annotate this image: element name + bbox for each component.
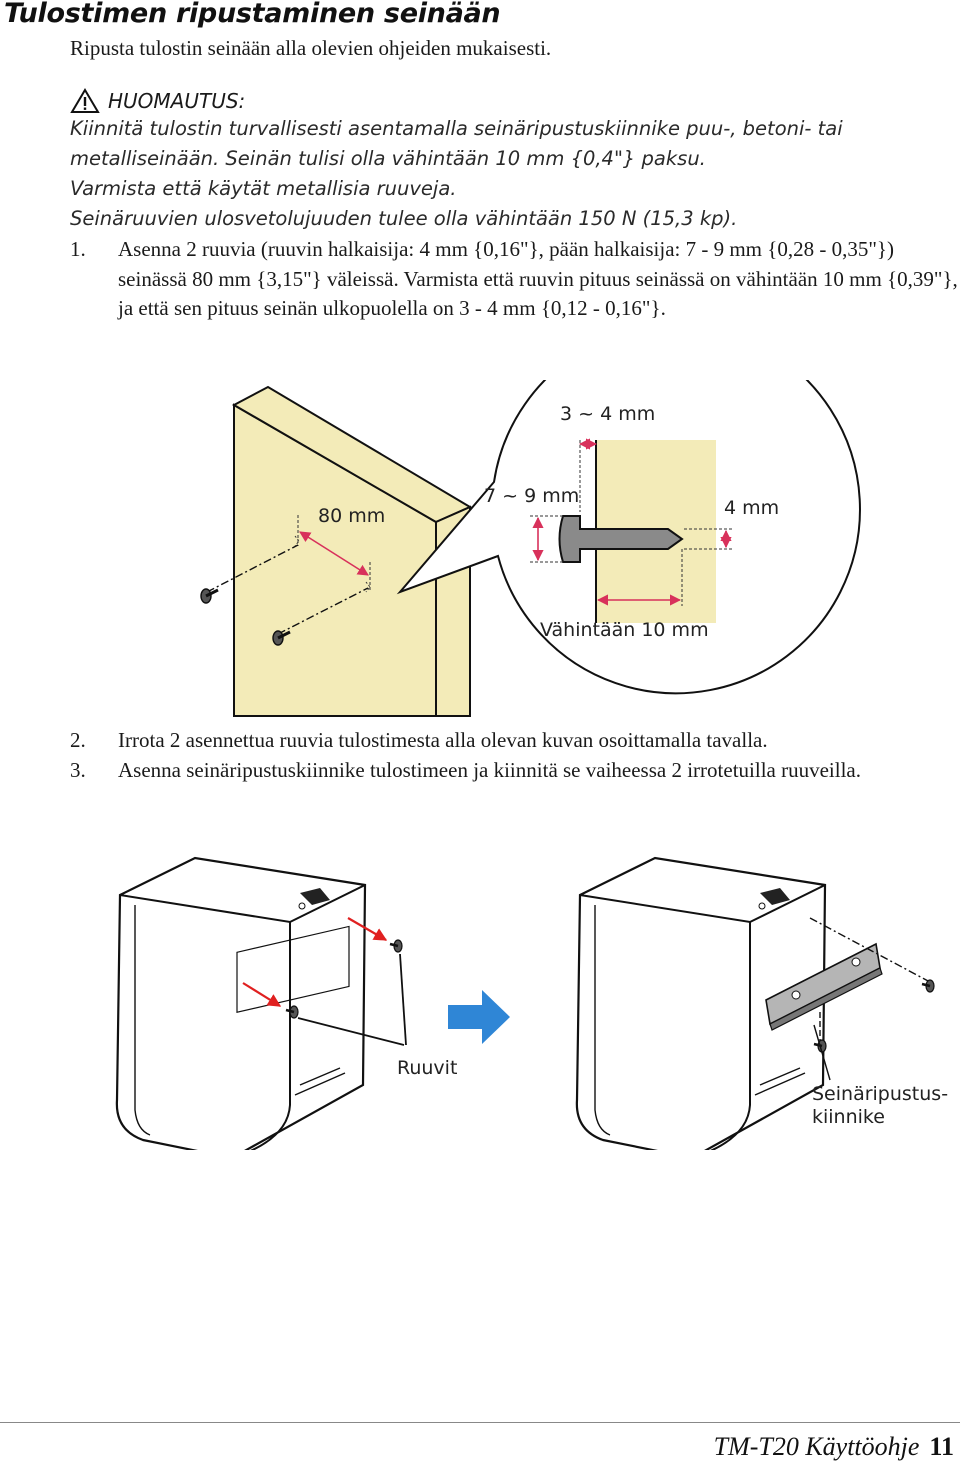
note-heading: HUOMAUTUS: — [70, 86, 245, 116]
bracket-installation-figure: Ruuvit Seinäripustus- kiinnike — [115, 856, 954, 1150]
note-line: Varmista että käytät metallisia ruuveja. — [70, 177, 457, 200]
note-body: Kiinnitä tulostin turvallisesti asentama… — [70, 114, 950, 234]
step-3: 3. Asenna seinäripustuskiinnike tulostim… — [70, 756, 958, 786]
note-line: Seinäruuvien ulosvetolujuuden tulee olla… — [70, 207, 738, 230]
dimension-line-80mm — [299, 531, 369, 576]
label-head: 7 ~ 9 mm — [484, 485, 579, 507]
label-overhang: 3 ~ 4 mm — [560, 403, 655, 425]
step-2: 2. Irrota 2 asennettua ruuvia tulostimes… — [70, 726, 958, 756]
intro-text: Ripusta tulostin seinään alla olevien oh… — [70, 36, 552, 60]
screw-icon — [272, 630, 291, 646]
step-number: 3. — [70, 758, 86, 782]
screw-installation-figure: 80 mm 3 ~ 4 mm 7 ~ 9 mm 4 mm Vähintään 1… — [200, 380, 861, 717]
note-heading-label: HUOMAUTUS: — [108, 89, 246, 113]
manual-title: TM-T20 Käyttöohje — [713, 1432, 920, 1461]
screw-icon — [200, 588, 219, 604]
page-footer: TM-T20 Käyttöohje 11 — [714, 1432, 954, 1462]
printer-right — [575, 856, 827, 1150]
pointer-arrow — [242, 982, 282, 1007]
label-min: Vähintään 10 mm — [540, 619, 709, 641]
step-number: 2. — [70, 728, 86, 752]
step-text: Irrota 2 asennettua ruuvia tulostimesta … — [118, 728, 768, 752]
label-bracket-line: kiinnike — [812, 1106, 885, 1128]
screw-icon — [389, 939, 403, 953]
screw-icon — [285, 1005, 299, 1019]
warning-triangle-icon — [70, 88, 100, 113]
label-bracket-line: Seinäripustus- — [812, 1083, 948, 1105]
page-number: 11 — [929, 1432, 954, 1461]
pointer-arrow — [347, 917, 388, 941]
page-title: Tulostimen ripustaminen seinään — [4, 0, 501, 29]
printer-left — [115, 856, 367, 1150]
step-1: 1. Asenna 2 ruuvia (ruuvin halkaisija: 4… — [70, 235, 958, 324]
label-bracket: Seinäripustus- kiinnike — [812, 1083, 954, 1128]
direction-arrow-icon — [448, 990, 510, 1044]
note-line: Kiinnitä tulostin turvallisesti asentama… — [70, 117, 843, 140]
wall-bracket — [765, 942, 883, 1031]
footer-divider — [0, 1422, 960, 1423]
screw-icon — [921, 979, 935, 993]
step-number: 1. — [70, 237, 86, 261]
label-diameter: 4 mm — [724, 497, 779, 519]
label-spacing: 80 mm — [318, 505, 385, 527]
label-screws: Ruuvit — [397, 1057, 457, 1079]
step-text: Asenna seinäripustuskiinnike tulostimeen… — [118, 758, 861, 782]
step-text: Asenna 2 ruuvia (ruuvin halkaisija: 4 mm… — [118, 237, 958, 320]
note-line: metalliseinään. Seinän tulisi olla vähin… — [70, 147, 706, 170]
